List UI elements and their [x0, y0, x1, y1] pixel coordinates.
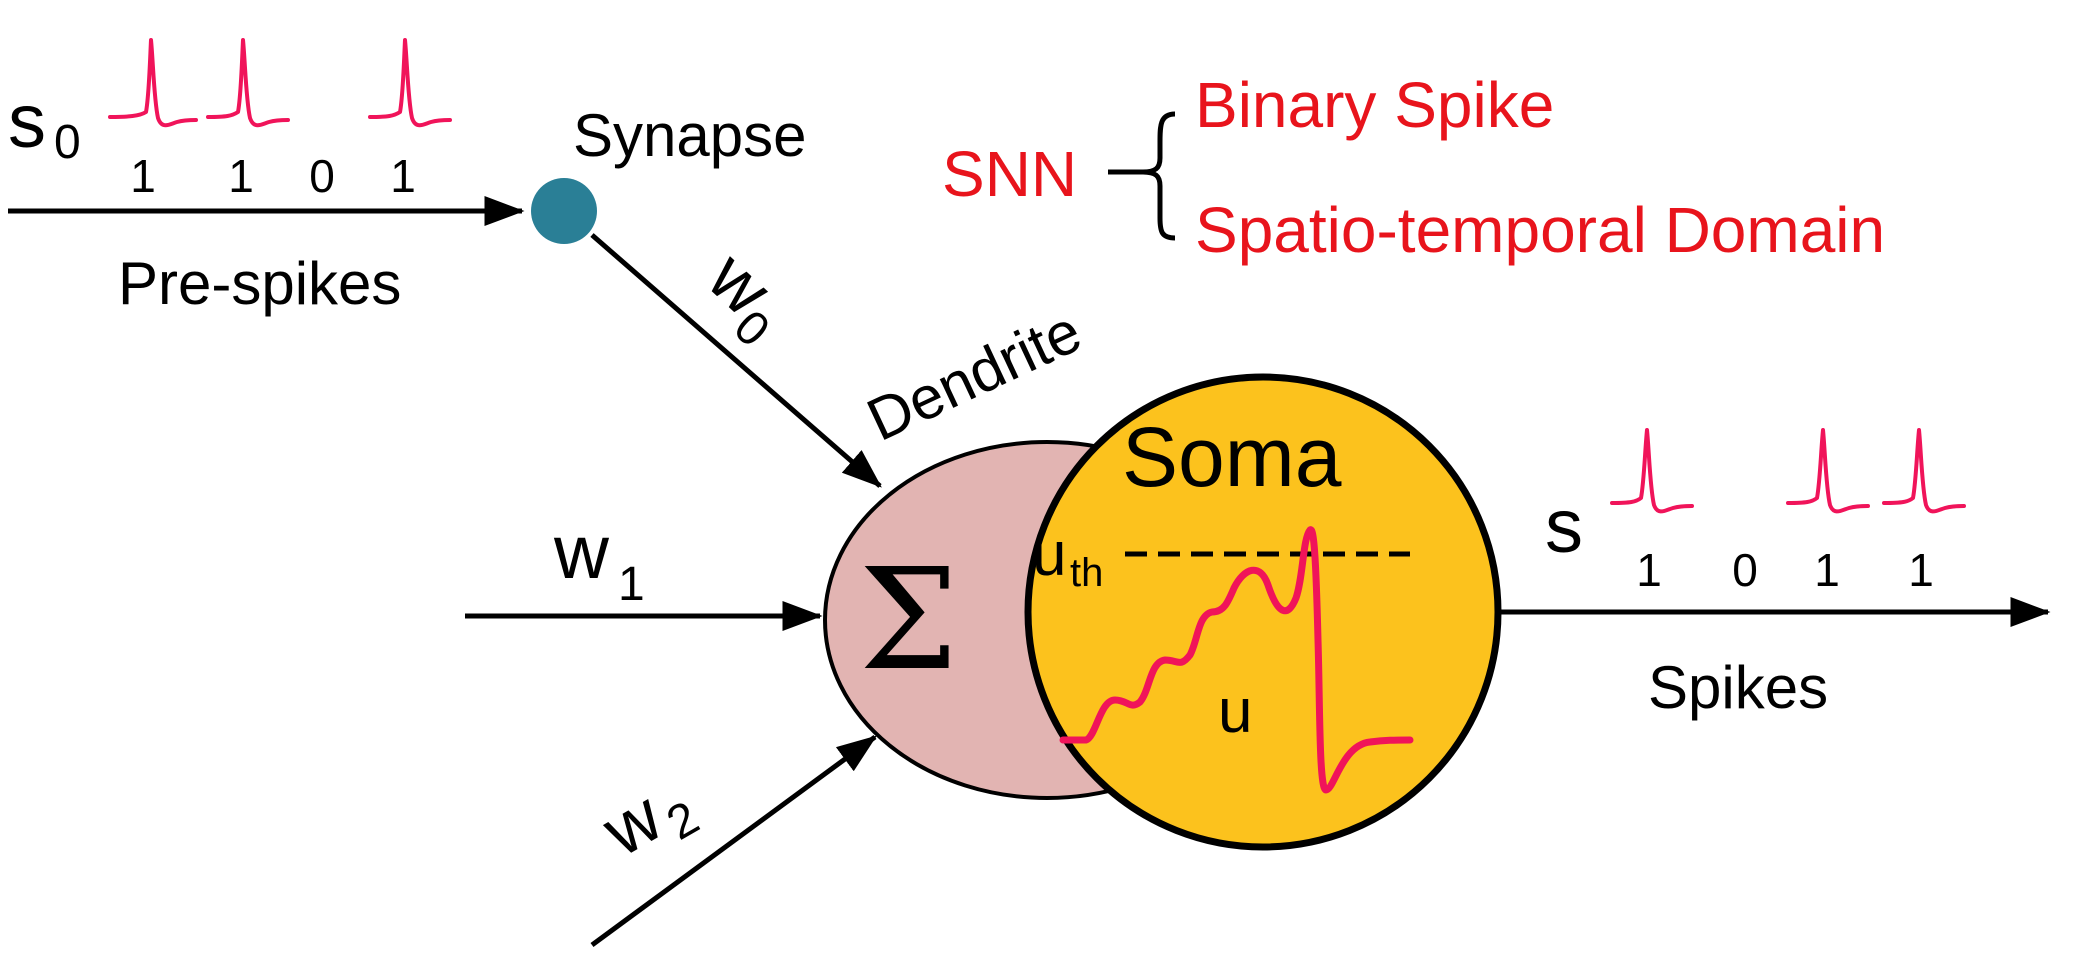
input-subscript: 0 — [54, 116, 81, 169]
output-bit-3: 1 — [1814, 544, 1840, 596]
w2-label: w 2 — [589, 776, 708, 872]
snn-label: SNN — [942, 138, 1077, 210]
spikes-label: Spikes — [1648, 654, 1828, 721]
potential-symbol: u — [1218, 677, 1252, 746]
synapse-label: Synapse — [573, 102, 807, 169]
soma-circle — [1024, 373, 1502, 851]
w1-symbol: w — [553, 510, 610, 595]
w0-label: w 0 — [692, 237, 786, 358]
output-bit-2: 0 — [1732, 544, 1758, 596]
pre-spikes-label: Pre-spikes — [118, 250, 401, 317]
membrane-potential-curve — [1059, 526, 1414, 794]
input-bit-2: 1 — [228, 150, 254, 202]
snn-brace — [1141, 111, 1176, 241]
input-spike-2 — [206, 38, 290, 128]
w2-input-arrow — [590, 734, 878, 948]
soma-label: Soma — [1122, 410, 1342, 504]
input-symbol: s — [8, 79, 46, 164]
input-spike-4 — [368, 38, 452, 128]
output-bit-4: 1 — [1908, 544, 1934, 596]
output-spike-1 — [1610, 428, 1694, 514]
synapse-to-dendrite-arrow — [590, 233, 882, 488]
w1-subscript: 1 — [618, 558, 645, 611]
snn-item-spatio-temporal-domain: Spatio-temporal Domain — [1195, 194, 1885, 266]
input-spike-1 — [108, 38, 198, 128]
input-bit-4: 1 — [390, 150, 416, 202]
dendrite-label: Dendrite — [857, 297, 1091, 454]
threshold-symbol: u — [1032, 520, 1066, 589]
output-spike-3 — [1786, 428, 1870, 514]
summation-symbol: Σ — [859, 539, 958, 702]
output-bit-1: 1 — [1636, 544, 1662, 596]
input-bit-1: 1 — [130, 150, 156, 202]
synapse-node — [531, 178, 597, 244]
input-bit-3: 0 — [309, 150, 335, 202]
svg-text:w: w — [589, 776, 676, 872]
output-symbol: s — [1545, 484, 1583, 569]
snn-item-binary-spike: Binary Spike — [1195, 69, 1554, 141]
output-spike-4 — [1882, 428, 1966, 514]
threshold-subscript: th — [1070, 551, 1103, 595]
